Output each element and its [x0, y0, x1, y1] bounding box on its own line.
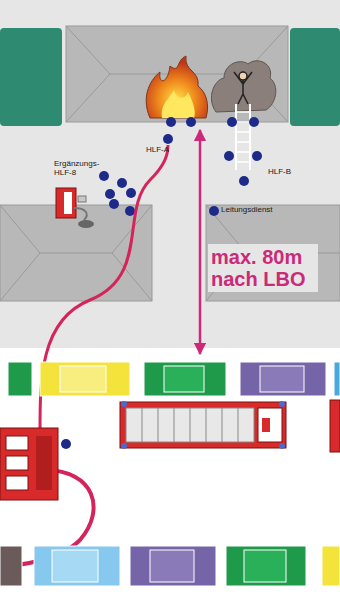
distance-label: max. 80m nach LBO: [208, 244, 318, 292]
vehicle-label: Ergänzungs-HLF-8: [54, 160, 112, 178]
role-label: Leitungsdienst: [221, 206, 273, 215]
vehicle-label: HLF-B: [268, 168, 291, 177]
vehicle-label: HLF-A: [146, 146, 169, 155]
